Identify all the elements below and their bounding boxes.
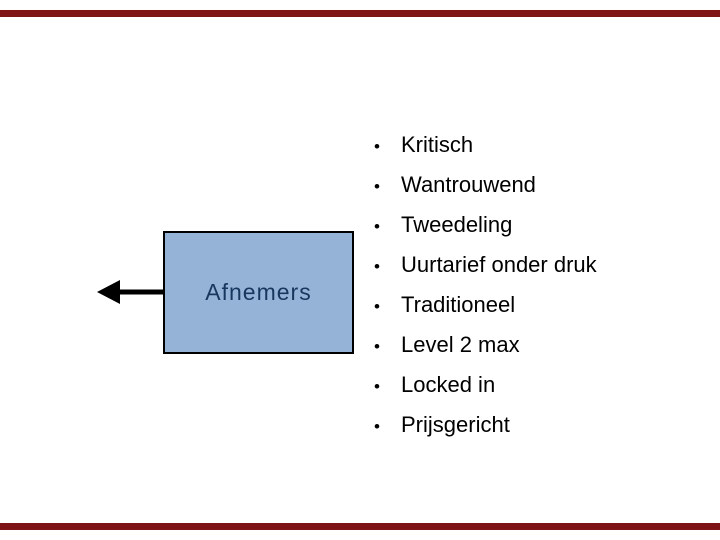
bullet-text: Tweedeling	[401, 212, 513, 237]
box-label: Afnemers	[205, 279, 312, 305]
list-item: • Uurtarief onder druk	[368, 245, 597, 285]
bullet-text: Locked in	[401, 372, 496, 397]
bottom-accent-bar	[0, 523, 720, 530]
bullet-text: Level 2 max	[401, 332, 520, 357]
bullet-icon: •	[374, 417, 380, 436]
list-item: • Traditioneel	[368, 285, 597, 325]
bullet-icon: •	[374, 257, 380, 276]
bullet-text: Wantrouwend	[401, 172, 536, 197]
bullet-text: Uurtarief onder druk	[401, 252, 597, 277]
bullet-text: Kritisch	[401, 132, 474, 157]
bullet-icon: •	[374, 297, 380, 316]
bullet-text: Prijsgericht	[401, 412, 510, 437]
list-item: • Level 2 max	[368, 325, 597, 365]
bullet-icon: •	[374, 217, 380, 236]
bullet-icon: •	[374, 337, 380, 356]
list-item: • Kritisch	[368, 125, 597, 165]
bullet-list: • Kritisch • Wantrouwend • Tweedeling • Uurt…	[368, 125, 597, 445]
left-arrow-icon	[97, 280, 163, 304]
bullet-text: Traditioneel	[401, 292, 516, 317]
list-item: • Tweedeling	[368, 205, 597, 245]
bullet-icon: •	[374, 137, 380, 156]
bullet-icon: •	[374, 177, 380, 196]
top-accent-bar	[0, 10, 720, 17]
list-item: • Prijsgericht	[368, 405, 597, 445]
bullet-icon: •	[374, 377, 380, 396]
list-item: • Wantrouwend	[368, 165, 597, 205]
afnemers-box: Afnemers	[163, 231, 354, 354]
list-item: • Locked in	[368, 365, 597, 405]
